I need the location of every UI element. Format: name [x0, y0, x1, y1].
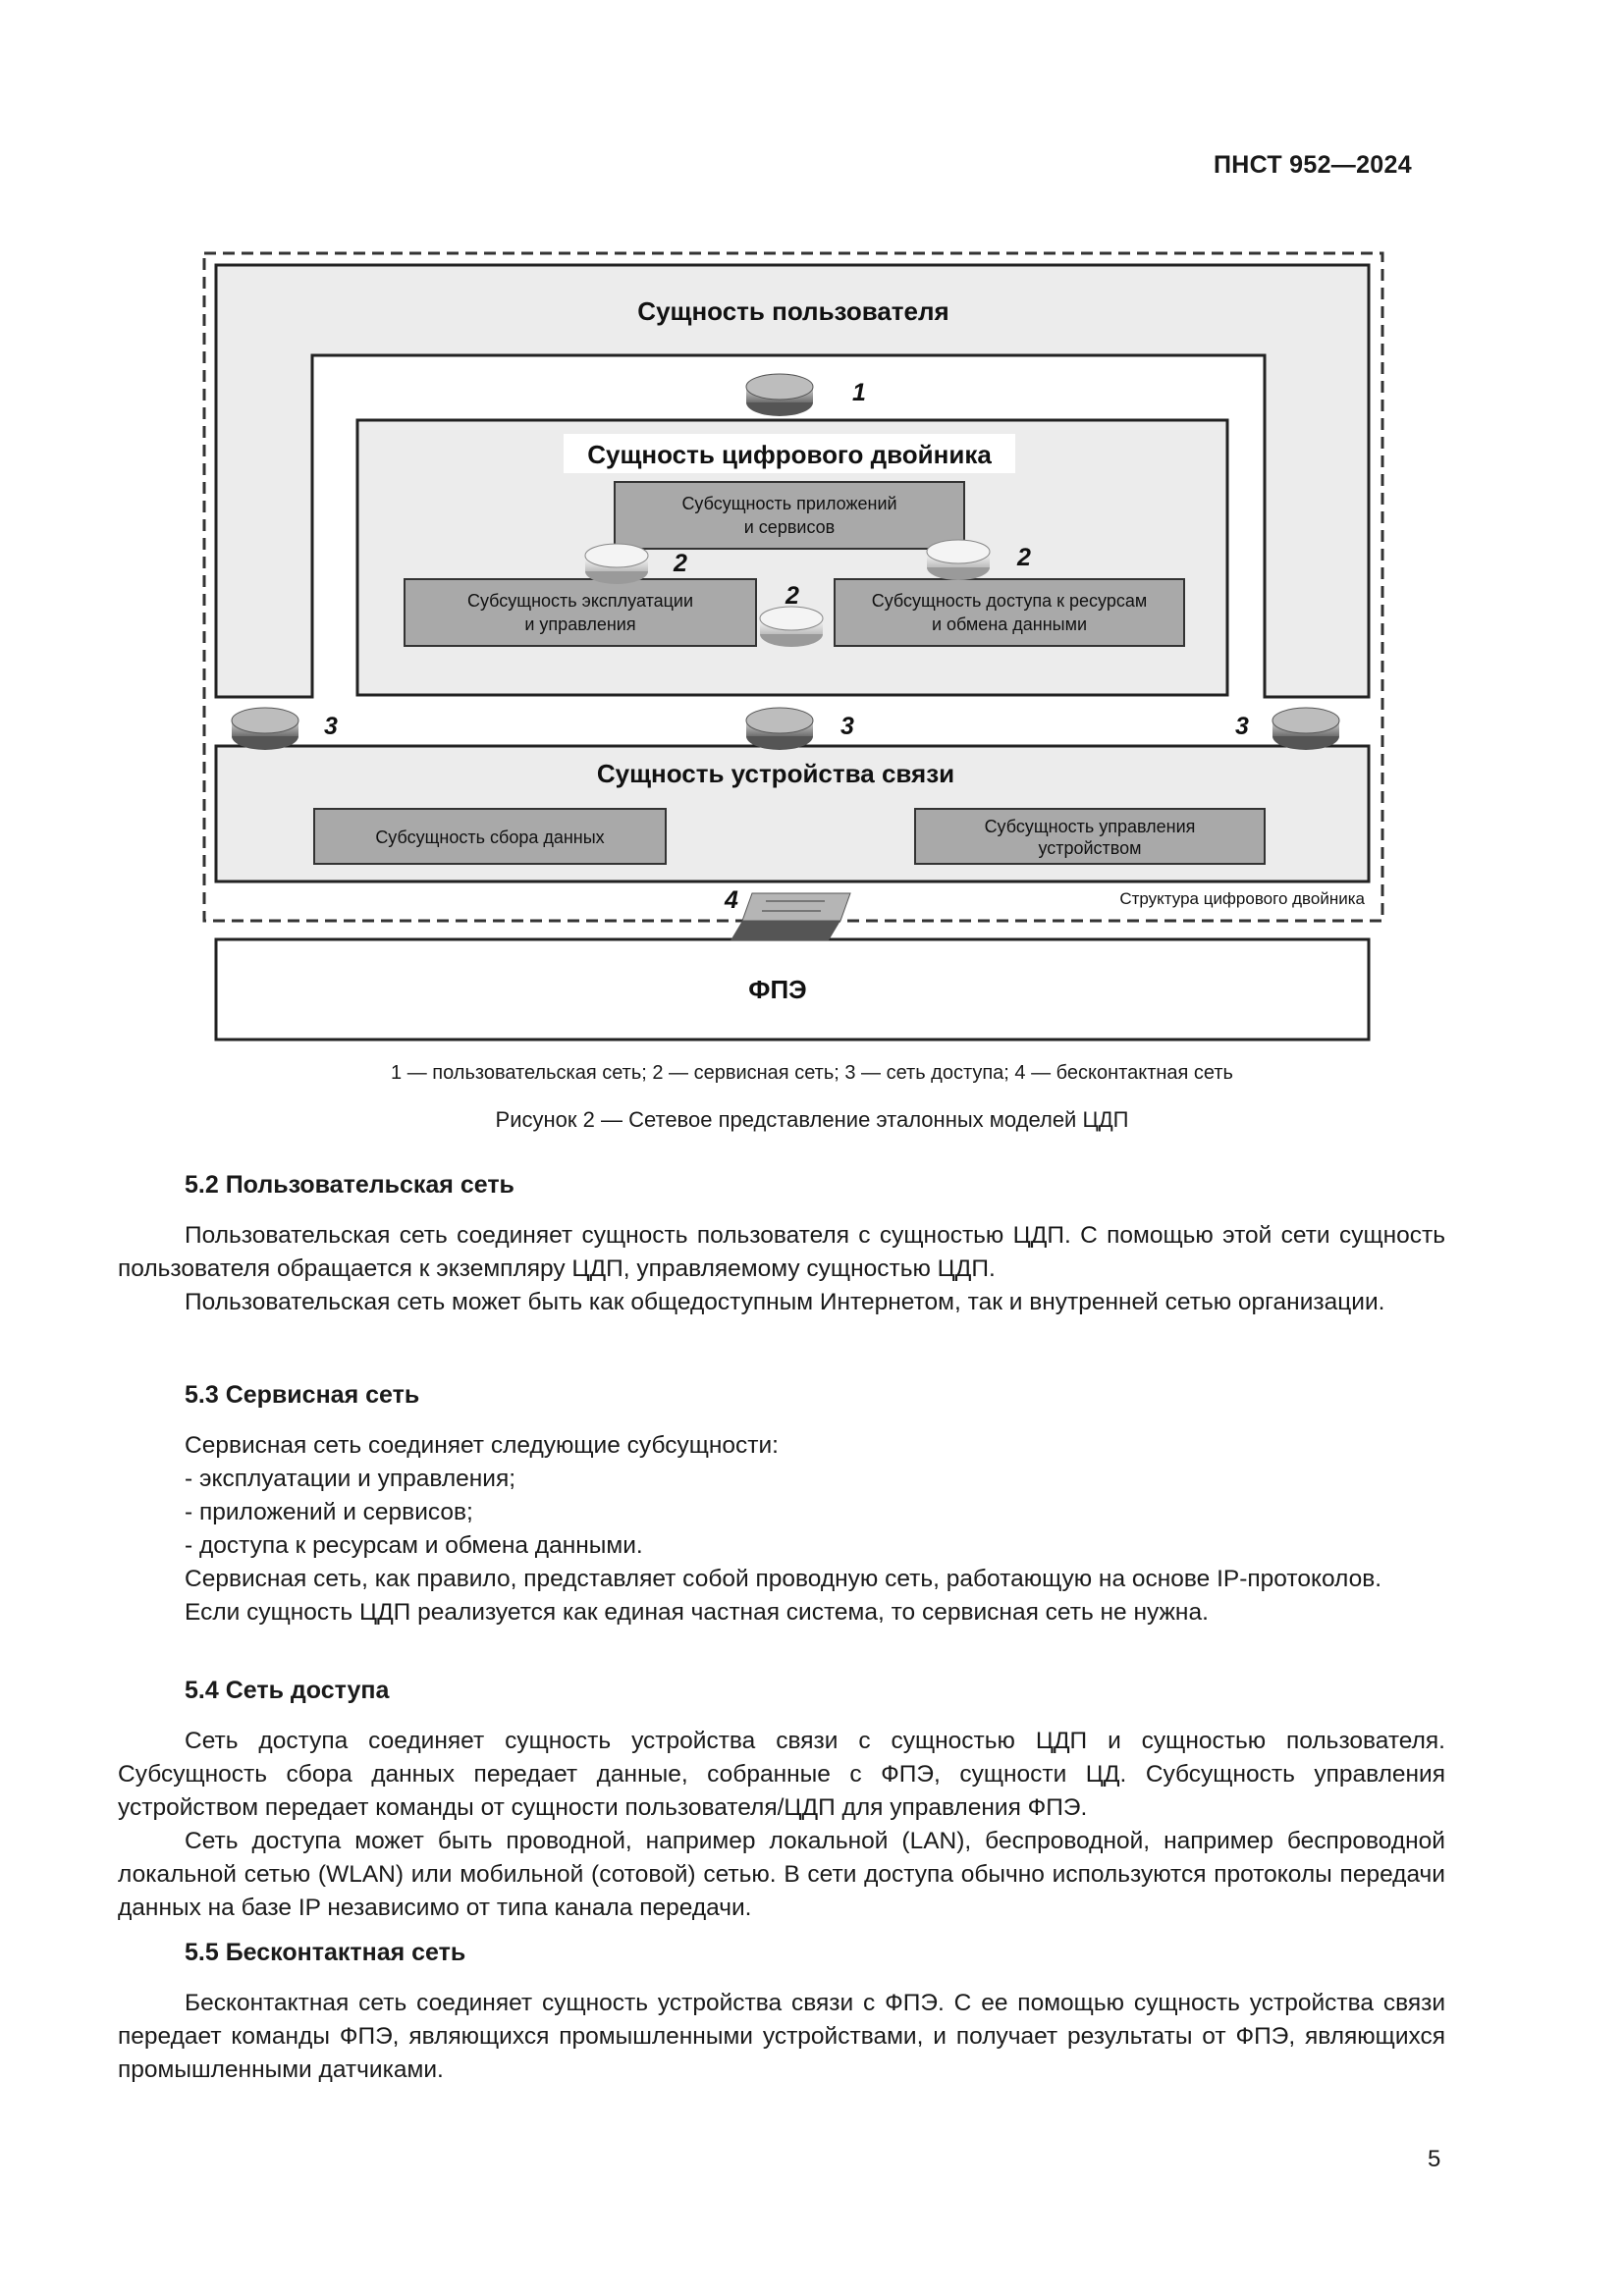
svg-text:Субсущность сбора данных: Субсущность сбора данных	[375, 828, 604, 847]
router-icon	[926, 539, 991, 580]
document-id: ПНСТ 952—2024	[1214, 151, 1412, 179]
section-body-5-4: Сеть доступа соединяет сущность устройст…	[118, 1725, 1445, 1925]
section-title-5-2: 5.2 Пользовательская сеть	[185, 1171, 514, 1199]
router-icon	[231, 707, 299, 750]
router-icon	[745, 373, 814, 416]
dt-entity-label: Сущность цифрового двойника	[587, 440, 992, 469]
list-item: - эксплуатации и управления;	[185, 1466, 516, 1492]
user-entity-label: Сущность пользователя	[637, 296, 948, 326]
network-diagram: Сущность пользователя Сущность цифрового…	[202, 251, 1384, 1041]
resources-subentity	[834, 578, 1185, 647]
section-body-5-5: Бесконтактная сеть соединяет сущность ус…	[118, 1987, 1445, 2087]
figure-caption: Рисунок 2 — Сетевое представление эталон…	[495, 1107, 1129, 1132]
section-body-5-2: Пользовательская сеть соединяет сущность…	[118, 1219, 1445, 1319]
section-body-5-3: Сервисная сеть соединяет следующие субсу…	[118, 1429, 1445, 1563]
router-icon	[584, 543, 649, 584]
router-icon	[1272, 707, 1340, 750]
fpe-box	[214, 937, 1371, 1041]
router-icon	[745, 707, 814, 750]
paragraph: Сеть доступа может быть проводной, напри…	[118, 1828, 1445, 1921]
svg-text:Субсущность управления: Субсущность управления	[985, 817, 1196, 836]
svg-text:2: 2	[1016, 544, 1031, 571]
svg-text:3: 3	[840, 713, 854, 740]
page-number: 5	[1428, 2146, 1441, 2172]
user-entity-frame	[214, 263, 1371, 699]
section-body-5-3-cont: Сервисная сеть, как правило, представляе…	[118, 1563, 1445, 1629]
svg-text:и управления: и управления	[524, 614, 635, 634]
paragraph: Сеть доступа соединяет сущность устройст…	[118, 1728, 1445, 1821]
ops-subentity	[404, 578, 757, 647]
section-title-5-3: 5.3 Сервисная сеть	[185, 1381, 420, 1409]
svg-text:1: 1	[852, 379, 866, 406]
collect-subentity	[313, 808, 667, 865]
svg-text:2: 2	[785, 582, 799, 610]
figure-legend: 1 — пользовательская сеть; 2 — сервисная…	[391, 1062, 1233, 1084]
svg-text:Субсущность эксплуатации: Субсущность эксплуатации	[467, 591, 693, 611]
devmgmt-subentity	[914, 808, 1266, 865]
svg-text:Субсущность приложений: Субсущность приложений	[681, 494, 896, 513]
svg-text:устройством: устройством	[1038, 838, 1141, 858]
apps-subentity	[614, 481, 965, 550]
comm-entity-label: Сущность устройства связи	[597, 759, 954, 788]
router-icon	[759, 606, 824, 647]
list-item: - доступа к ресурсам и обмена данными.	[185, 1532, 643, 1559]
svg-text:3: 3	[324, 713, 338, 740]
svg-text:4: 4	[724, 886, 738, 914]
switch-icon	[731, 892, 851, 940]
section-title-5-5: 5.5 Бесконтактная сеть	[185, 1939, 466, 1966]
fpe-label: ФПЭ	[748, 975, 806, 1004]
paragraph: Пользовательская сеть соединяет сущность…	[118, 1222, 1445, 1282]
section-title-5-4: 5.4 Сеть доступа	[185, 1677, 390, 1704]
list-item: - приложений и сервисов;	[185, 1499, 473, 1525]
svg-text:3: 3	[1235, 713, 1249, 740]
paragraph: Сервисная сеть, как правило, представляе…	[185, 1566, 1382, 1592]
paragraph: Если сущность ЦДП реализуется как единая…	[185, 1599, 1209, 1626]
paragraph: Пользовательская сеть может быть как общ…	[185, 1289, 1385, 1315]
paragraph: Бесконтактная сеть соединяет сущность ус…	[118, 1990, 1445, 2083]
svg-text:и сервисов: и сервисов	[744, 517, 835, 537]
paragraph: Сервисная сеть соединяет следующие субсу…	[185, 1432, 779, 1459]
svg-text:Субсущность доступа к ресурсам: Субсущность доступа к ресурсам	[872, 591, 1148, 611]
svg-text:и обмена данными: и обмена данными	[932, 614, 1087, 634]
svg-text:2: 2	[673, 550, 687, 577]
dt-structure-label: Структура цифрового двойника	[1119, 889, 1365, 908]
